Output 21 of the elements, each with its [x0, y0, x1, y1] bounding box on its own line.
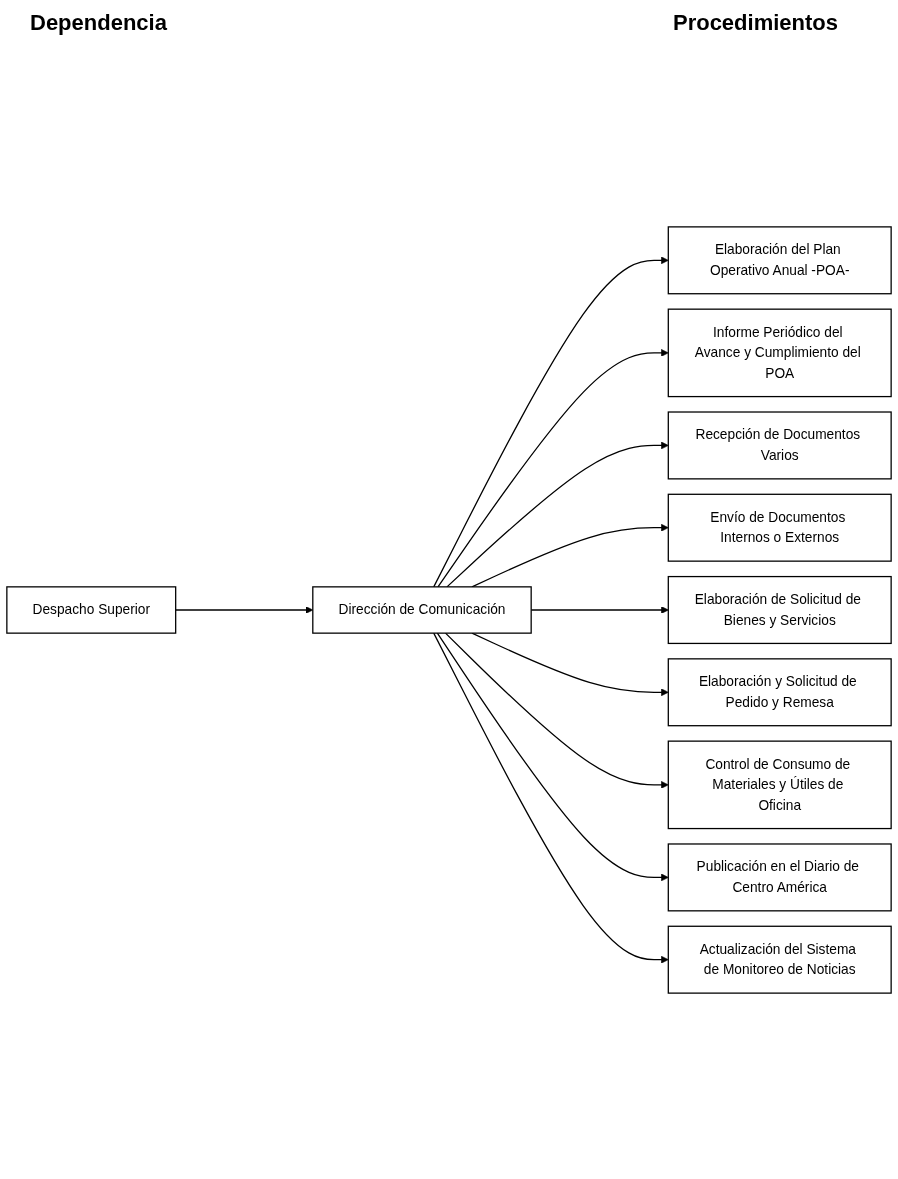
- node-box: Informe Periódico del Avance y Cumplimiento del POA: [667, 308, 892, 398]
- node-box: Control de Consumo de Materiales y Útiles de Oficina: [667, 740, 892, 830]
- node-box: Dirección de Comunicación: [312, 586, 532, 634]
- arrow: [433, 256, 669, 588]
- arrow: [446, 441, 669, 588]
- node-box: Elaboración y Solicitud de Pedido y Remesa: [667, 658, 892, 727]
- arrow: [433, 632, 669, 964]
- arrow: [437, 349, 669, 588]
- arrow: [471, 632, 669, 697]
- node-box: Envío de Documentos Internos o Externos: [667, 493, 892, 562]
- column-heading: Dependencia: [30, 10, 167, 37]
- node-box: Despacho Superior: [6, 586, 177, 634]
- node-box: Elaboración del Plan Operativo Anual -POA-: [667, 226, 892, 295]
- column-heading: Procedimientos: [672, 10, 838, 37]
- node-box: Actualización del Sistema de Monitoreo de Noticias: [667, 925, 892, 994]
- arrow: [444, 632, 669, 789]
- arrow: [471, 523, 669, 588]
- arrow: [436, 632, 669, 882]
- node-box: Elaboración de Solicitud de Bienes y Servicios: [667, 575, 892, 645]
- node-box: Publicación en el Diario de Centro América: [667, 843, 892, 912]
- node-box: Recepción de Documentos Varios: [667, 411, 892, 480]
